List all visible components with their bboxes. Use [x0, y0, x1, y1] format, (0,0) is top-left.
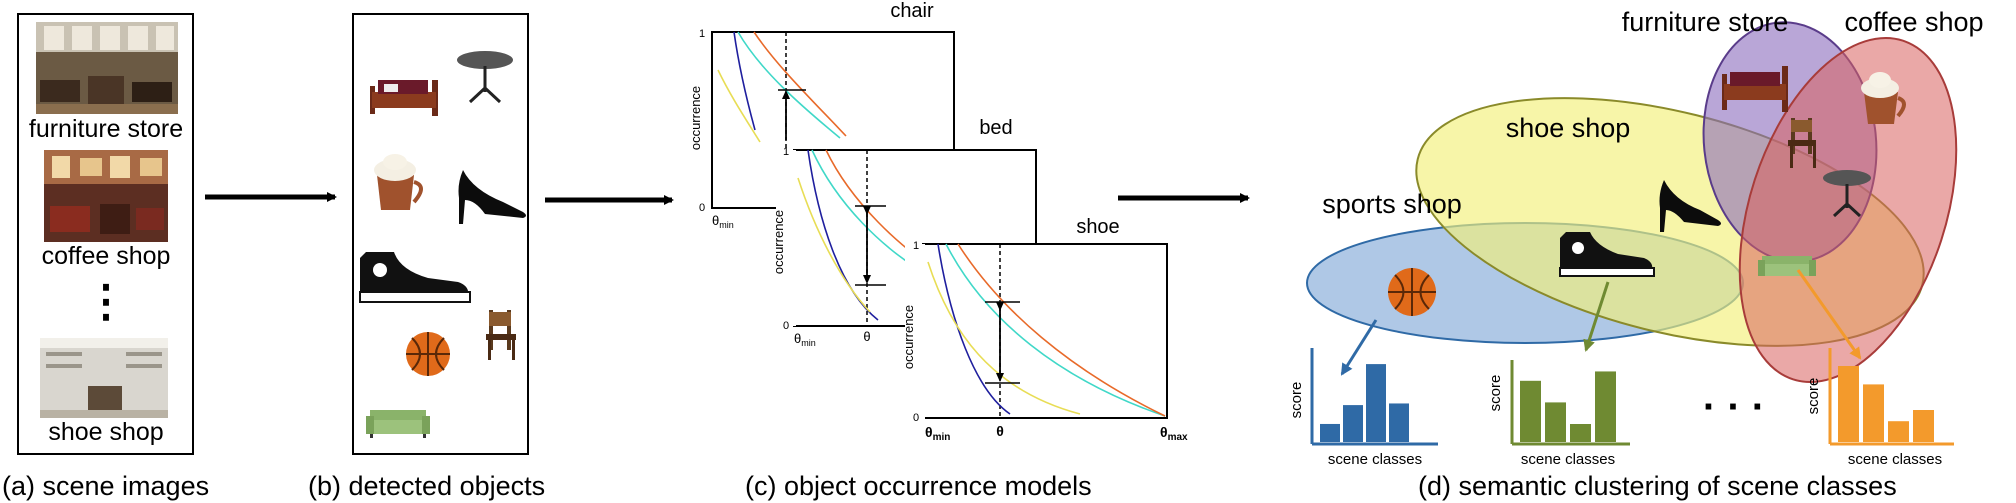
histogram-coffee-xlabel: scene classes [1848, 451, 1942, 468]
plot-bed-xtick-theta: θ [863, 329, 870, 344]
furniture-store-thumbnail [36, 22, 178, 114]
sofa-icon [366, 410, 430, 438]
chair-icon [486, 310, 516, 360]
plot-bed-ytick-0: 0 [783, 320, 789, 332]
curve-chair-yellow [717, 69, 761, 143]
curve-shoe-orange [957, 243, 1166, 417]
histogram-sports-shop: score scene classes [1288, 348, 1438, 468]
histogram-bar-2-1 [1520, 380, 1541, 442]
plot-chair-ylabel: occurrence [688, 86, 703, 150]
sneaker-icon [359, 252, 471, 303]
curve-shoe-yellow [927, 261, 1081, 415]
panel-d-caption: (d) semantic clustering of scene classes [1418, 471, 1897, 501]
histogram-coffee-shop: score scene classes [1805, 348, 1954, 468]
plot-shoe-xtick-min: θmin [925, 424, 950, 443]
cluster-shoe-shop-label: shoe shop [1506, 113, 1631, 143]
ellipsis-vertical: ⋮ [84, 277, 128, 326]
panel-c-occurrence-models: chair occurrence 1 0 θmin bed occurrence… [688, 0, 1188, 443]
curve-chair-blue [733, 31, 756, 131]
panel-b-frame [352, 13, 529, 455]
arrow-coffee-to-hist [1796, 269, 1862, 360]
histogram-bar-3-1 [1838, 366, 1859, 442]
arrow-sports-to-hist [1340, 319, 1378, 376]
bed-icon-cluster [1722, 66, 1788, 112]
plot-shoe-ytick-0: 0 [913, 412, 919, 424]
histogram-shoe-ylabel: score [1487, 375, 1504, 412]
plot-chair-ytick-1: 1 [699, 28, 705, 40]
histogram-bar-3-4 [1913, 410, 1934, 442]
coffee-cup-icon-cluster [1861, 72, 1906, 124]
histogram-sports-ylabel: score [1288, 382, 1305, 419]
histogram-bar-2-3 [1570, 424, 1591, 442]
plot-bed-ylabel: occurrence [771, 210, 786, 274]
plot-bed-title: bed [979, 117, 1012, 139]
curve-bed-yellow [797, 177, 871, 313]
furniture-store-label: furniture store [29, 115, 183, 143]
coffee-shop-label: coffee shop [42, 242, 171, 270]
basketball-icon [406, 332, 450, 376]
histogram-bar-2-4 [1595, 371, 1616, 442]
histogram-bar-3-2 [1863, 384, 1884, 442]
panel-b-detected-objects [352, 13, 529, 455]
histogram-shoe-bars [1520, 371, 1616, 442]
histogram-shoe-shop: score scene classes [1487, 360, 1630, 468]
shoe-shop-thumbnail [40, 338, 168, 418]
high-heel-icon-cluster [1659, 180, 1721, 232]
cluster-furniture-store-label: furniture store [1622, 7, 1789, 37]
plot-shoe: shoe occurrence 1 0 θmin θ θmax [901, 216, 1188, 443]
basketball-icon-cluster [1388, 268, 1436, 316]
curve-chair-cyan [737, 31, 841, 139]
round-table-icon [457, 51, 513, 104]
panel-a-caption: (a) scene images [2, 471, 209, 501]
histogram-bar-1-2 [1343, 405, 1363, 442]
panel-b-caption: (b) detected objects [308, 471, 545, 501]
histogram-coffee-bars [1838, 366, 1934, 442]
histogram-bar-1-3 [1366, 364, 1386, 442]
histogram-bar-3-3 [1888, 421, 1909, 442]
curve-shoe-blue [937, 243, 1011, 415]
sneaker-icon-cluster [1559, 232, 1655, 277]
plot-shoe-xtick-max: θmax [1160, 424, 1188, 443]
histogram-bar-2-2 [1545, 402, 1566, 442]
curve-shoe-cyan [945, 243, 1166, 417]
curve-chair-orange [753, 31, 847, 137]
histogram-shoe-xlabel: scene classes [1521, 451, 1615, 468]
plot-shoe-title: shoe [1076, 216, 1119, 238]
plot-shoe-xtick-theta: θ [996, 423, 1004, 439]
histogram-bar-1-4 [1389, 403, 1409, 442]
ellipsis-horizontal: · · · [1703, 385, 1765, 429]
plot-bed-ytick-1: 1 [783, 146, 789, 158]
histogram-coffee-ylabel: score [1805, 378, 1822, 415]
panel-d-semantic-clustering: furniture store coffee shop shoe shop sp… [1288, 7, 1984, 468]
coffee-shop-thumbnail [44, 150, 168, 242]
plot-chair-ytick-0: 0 [699, 202, 705, 214]
plot-bed-xtick-min: θmin [794, 331, 816, 348]
high-heel-icon [458, 170, 526, 224]
plot-chair-xtick-min: θmin [712, 213, 734, 230]
chair-icon-cluster [1788, 118, 1816, 168]
round-table-icon-cluster [1823, 170, 1871, 218]
histogram-bar-1-1 [1320, 423, 1340, 442]
plot-shoe-ylabel: occurrence [901, 305, 916, 369]
plot-chair-title: chair [890, 0, 934, 22]
panel-c-caption: (c) object occurrence models [745, 471, 1092, 501]
histogram-sports-bars [1320, 364, 1409, 442]
plot-shoe-ytick-1: 1 [913, 240, 919, 252]
histogram-sports-xlabel: scene classes [1328, 451, 1422, 468]
coffee-cup-icon [374, 154, 423, 210]
panel-a-frame [17, 13, 194, 455]
bed-icon [370, 80, 438, 116]
panel-a-scene-images: furniture store coffee shop ⋮ shoe s [17, 13, 194, 455]
cluster-sports-shop-label: sports shop [1322, 189, 1462, 219]
cluster-coffee-shop-label: coffee shop [1844, 7, 1983, 37]
shoe-shop-label: shoe shop [48, 418, 163, 446]
arrow-shoe-to-hist [1583, 281, 1610, 352]
sofa-icon-cluster [1758, 256, 1816, 276]
